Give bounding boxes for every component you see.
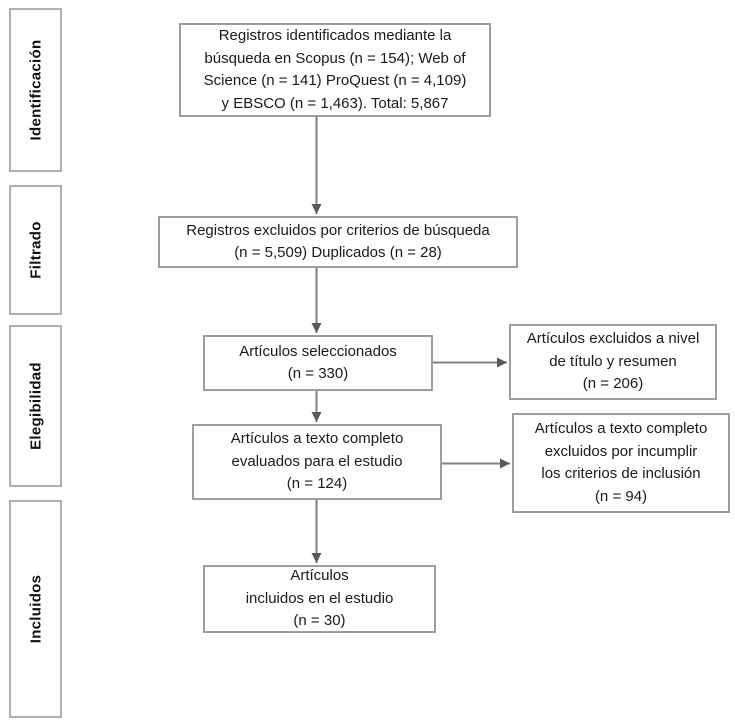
box-identified-records: Registros identificados mediante la búsq… bbox=[179, 23, 491, 117]
box-identified-records-text: Registros identificados mediante la búsq… bbox=[203, 27, 467, 112]
stage-label-eligibility: Elegibilidad bbox=[27, 362, 44, 450]
box-included-articles: Artículos incluidos en el estudio (n = 3… bbox=[203, 565, 436, 633]
stage-label-identification: Identificación bbox=[27, 39, 44, 141]
box-fulltext-assessed: Artículos a texto completo evaluados par… bbox=[192, 424, 442, 500]
box-excluded-by-search-criteria-text: Registros excluidos por criterios de bús… bbox=[186, 221, 490, 262]
box-excluded-title-abstract: Artículos excluidos a nivel de título y … bbox=[509, 324, 717, 400]
box-included-articles-text: Artículos incluidos en el estudio (n = 3… bbox=[245, 567, 394, 630]
stage-box-screening: Filtrado bbox=[9, 185, 62, 315]
stage-box-identification: Identificación bbox=[9, 8, 62, 172]
stage-label-included: Incluidos bbox=[27, 574, 44, 644]
box-selected-articles: Artículos seleccionados (n = 330) bbox=[203, 335, 433, 391]
box-excluded-title-abstract-text: Artículos excluidos a nivel de título y … bbox=[526, 330, 700, 393]
stage-box-included: Incluidos bbox=[9, 500, 62, 718]
box-selected-articles-text: Artículos seleccionados (n = 330) bbox=[239, 342, 397, 383]
box-fulltext-excluded-text: Artículos a texto completo excluidos por… bbox=[534, 420, 708, 505]
stage-box-eligibility: Elegibilidad bbox=[9, 325, 62, 487]
box-excluded-by-search-criteria: Registros excluidos por criterios de bús… bbox=[158, 216, 518, 268]
box-fulltext-assessed-text: Artículos a texto completo evaluados par… bbox=[230, 430, 404, 493]
stage-label-screening: Filtrado bbox=[27, 221, 44, 279]
box-fulltext-excluded: Artículos a texto completo excluidos por… bbox=[512, 413, 730, 513]
